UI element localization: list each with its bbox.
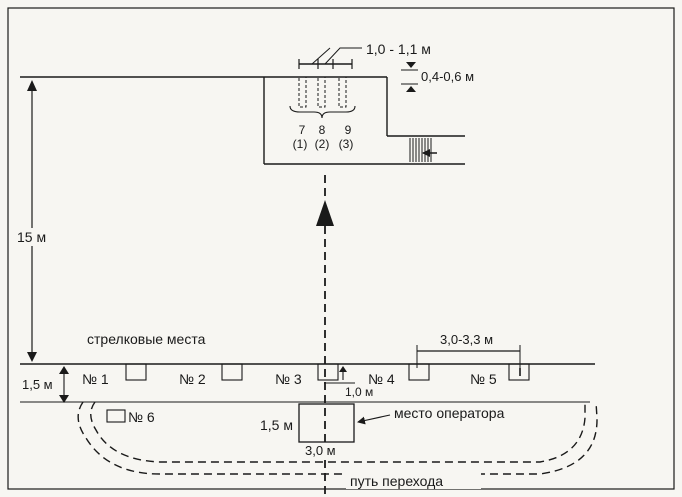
position-3-box [317,363,339,381]
crossing-path-label: путь перехода [350,473,443,489]
crossing-path [77,401,598,475]
spacing-label: 3,0-3,3 м [440,332,493,347]
svg-text:(3): (3) [339,137,354,151]
position-1-label: № 1 [82,371,109,387]
target-area [20,76,465,165]
position-6-box [106,409,126,423]
position-6-label: № 6 [128,409,155,425]
svg-text:9: 9 [345,123,352,137]
target-7 [298,76,307,108]
position-4-label: № 4 [368,371,395,387]
operator-width-label: 3,0 м [305,443,336,458]
target-numbers: 7 8 9 (1) (2) (3) [293,123,354,151]
position-3-label: № 3 [275,371,302,387]
line-of-fire-arrow [316,200,334,226]
target-brace [289,105,356,119]
entrance-hatch [409,138,437,162]
position-1-box [125,363,147,381]
place-width-dim: 1,0 м [324,366,373,399]
spacing-dim: 3,0-3,3 м [416,332,521,368]
operator-place-label: место оператора [394,405,505,421]
svg-text:8: 8 [319,123,326,137]
targets: 1,0 - 1,1 м [289,41,431,119]
line-depth-dim: 1,5 м [22,366,69,403]
target-offset-label: 0,4-0,6 м [421,69,474,84]
lane-width-label: 1,0 - 1,1 м [366,41,431,57]
operator-box [298,403,355,443]
svg-text:7: 7 [299,123,306,137]
position-2-label: № 2 [179,371,206,387]
target-8 [317,76,326,108]
target-offset-dim: 0,4-0,6 м [401,62,474,92]
operator-place: 1,5 м 3,0 м место оператора [260,403,505,458]
line-depth-label: 1,5 м [22,377,53,392]
position-4-box [408,363,430,381]
distance-label: 15 м [17,229,46,245]
operator-pointer [357,414,391,425]
position-2-box [221,363,243,381]
firing-positions: № 1 № 2 № 3 № 4 № 5 [82,363,530,387]
place-width-label: 1,0 м [345,385,373,399]
position-5-box [508,363,530,381]
svg-text:(2): (2) [315,137,330,151]
shooting-places-label: стрелковые места [87,331,206,347]
svg-text:(1): (1) [293,137,308,151]
operator-height-label: 1,5 м [260,417,293,433]
lane-leader [324,47,362,65]
position-5-label: № 5 [470,371,497,387]
distance-dim: 15 м [14,80,54,362]
outer-frame [7,7,675,490]
target-9 [338,76,347,108]
